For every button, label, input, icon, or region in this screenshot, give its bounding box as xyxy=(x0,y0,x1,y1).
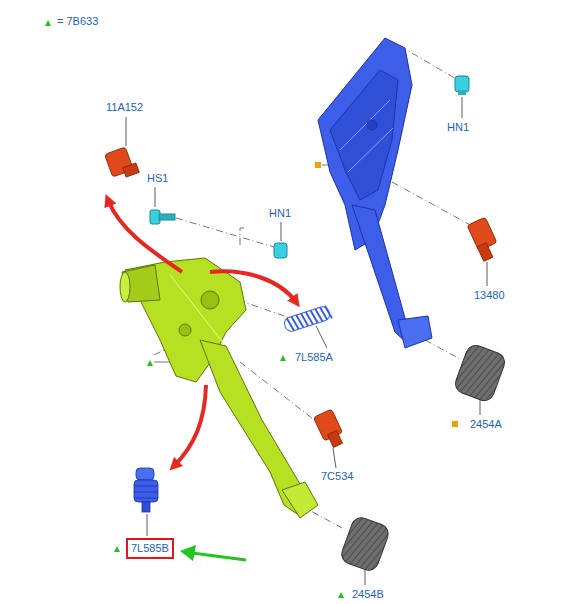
square-symbol xyxy=(452,421,458,427)
square-symbol xyxy=(315,162,321,168)
part-number: HN1 xyxy=(447,121,469,134)
nut xyxy=(455,76,469,95)
part-number: 11A152 xyxy=(106,101,143,114)
brake-pedal xyxy=(318,38,432,348)
green-arrow xyxy=(180,545,246,561)
part-number: 13480 xyxy=(474,289,505,302)
red-arrow xyxy=(108,200,296,466)
clutch-switch xyxy=(105,147,140,177)
pedal-pad xyxy=(339,515,391,573)
spring-assembly xyxy=(134,468,158,512)
triangle-symbol xyxy=(45,20,51,26)
part-number: 7L585A xyxy=(295,351,333,364)
triangle-symbol xyxy=(338,592,344,598)
stop-lamp-switch xyxy=(467,217,497,261)
triangle-symbol xyxy=(147,360,153,366)
triangle-symbol xyxy=(114,546,120,552)
highlight-box: 7L585B xyxy=(126,538,174,559)
part-number: 2454B xyxy=(352,588,384,601)
nut xyxy=(274,243,287,258)
clutch-pedal xyxy=(120,258,318,518)
part-number: 7L585B xyxy=(131,542,169,555)
spring xyxy=(283,305,332,333)
switch xyxy=(313,409,342,447)
legend-note: = 7B633 xyxy=(57,15,98,28)
pedal-pad xyxy=(453,343,508,404)
bolt xyxy=(150,210,175,224)
part-number: HN1 xyxy=(269,207,291,220)
leader-line xyxy=(126,97,487,585)
part-number: HS1 xyxy=(147,172,168,185)
triangle-symbol xyxy=(280,355,286,361)
part-number: 7C534 xyxy=(321,470,353,483)
part-number: 2454A xyxy=(470,418,502,431)
